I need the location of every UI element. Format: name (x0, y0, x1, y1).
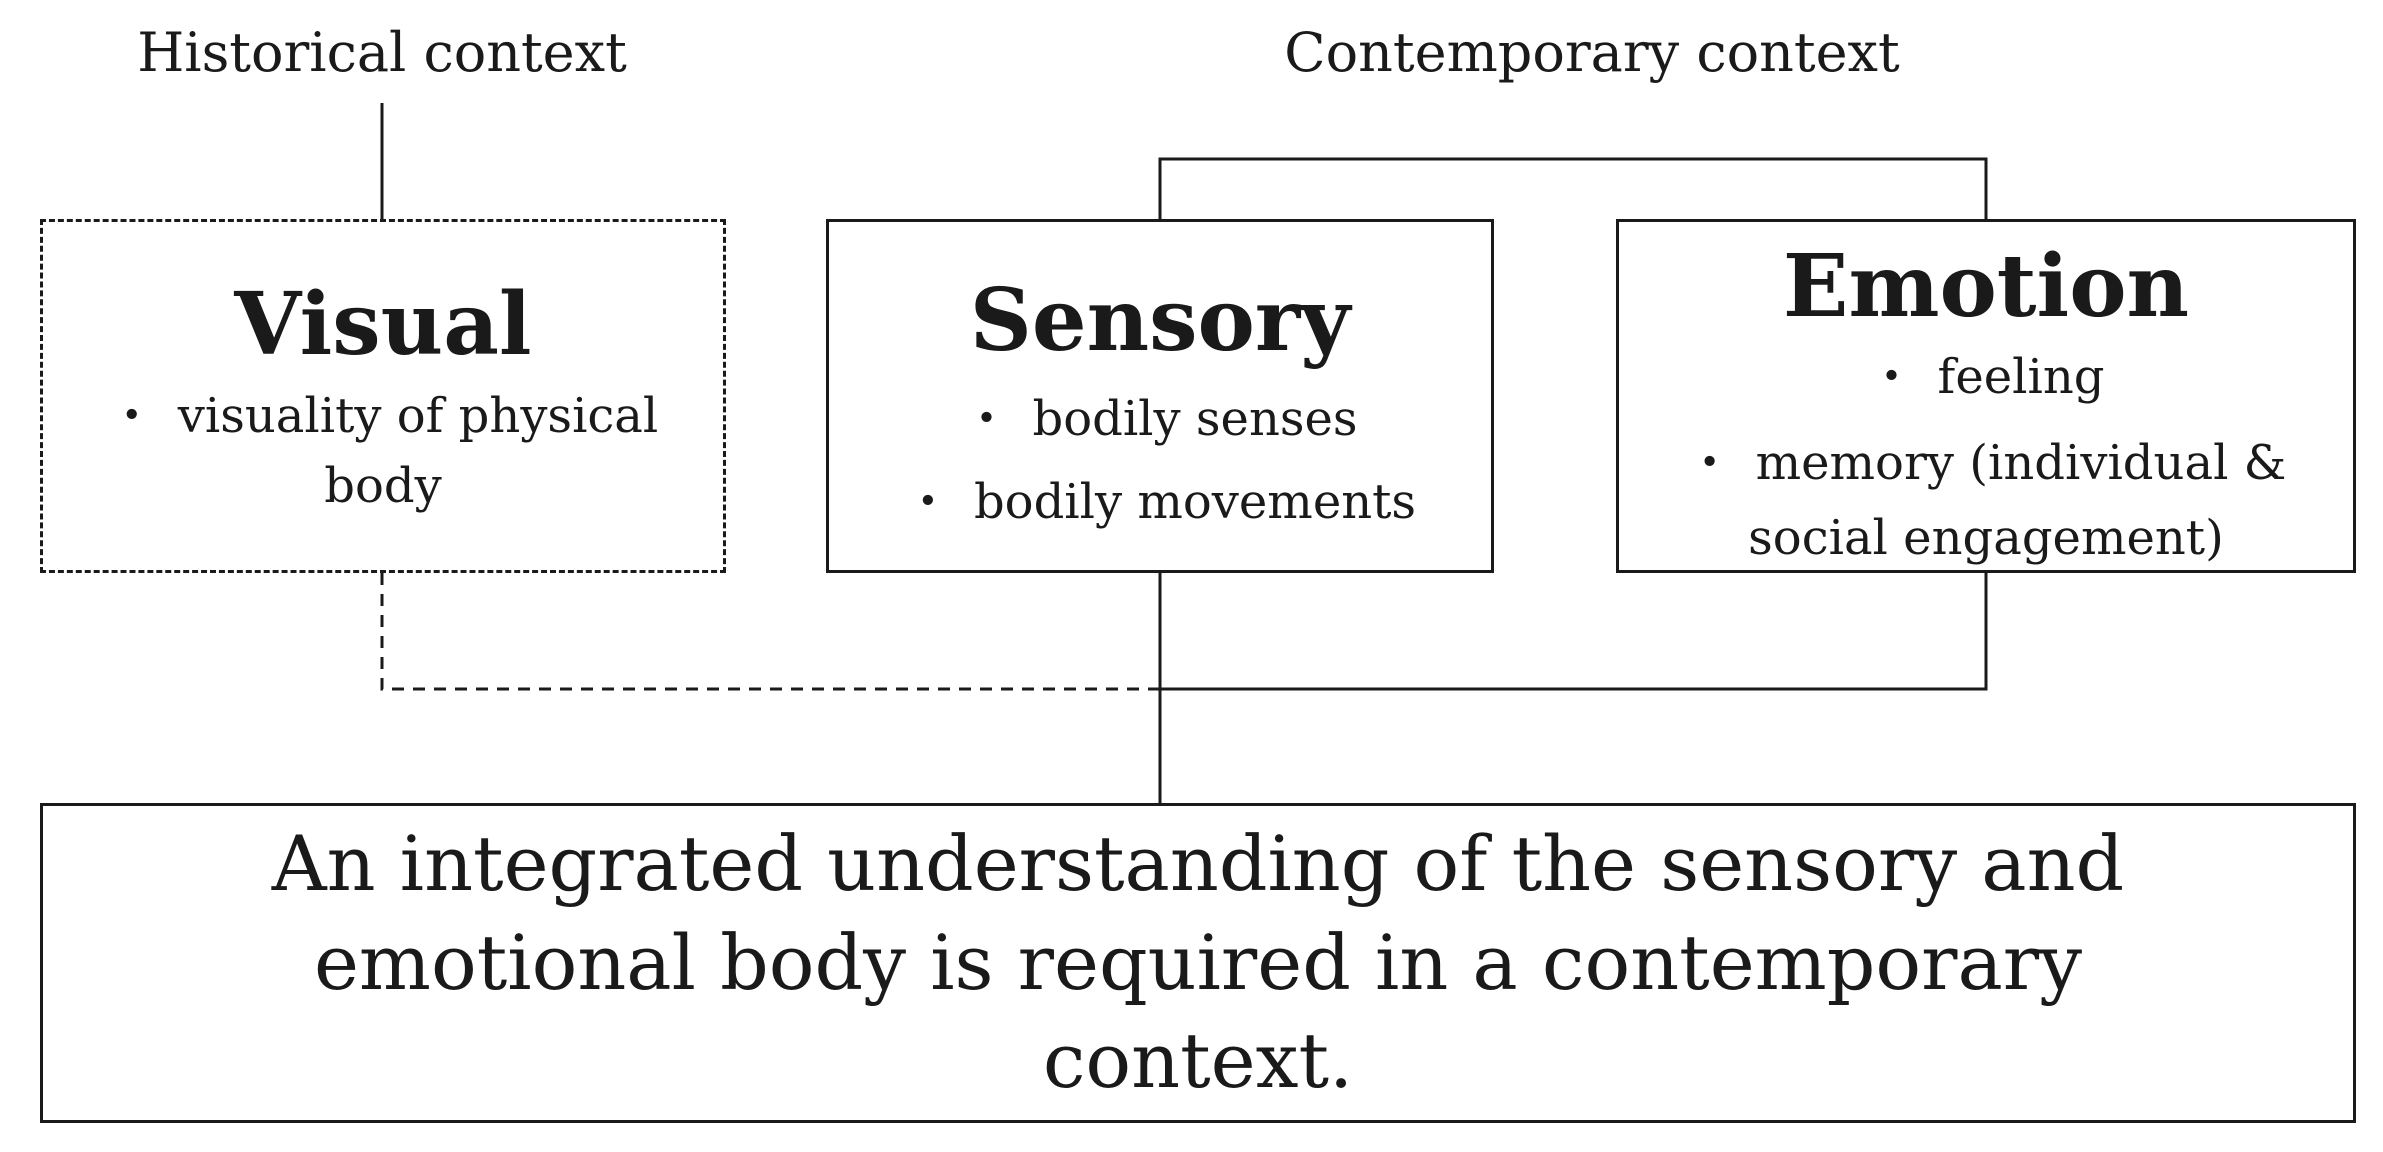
bullet-text: memory (individual & social engagement) (1748, 435, 2287, 566)
emotion-bullets: ・feeling ・memory (individual & social en… (1666, 340, 2306, 575)
emotion-connector (1160, 573, 1988, 691)
sensory-bullet-item: ・ bodily movements (829, 461, 1491, 544)
sensory-title: Sensory (969, 270, 1351, 371)
bullet-text: visuality of physical body (177, 388, 659, 514)
bullet-dot-icon: ・ (903, 473, 952, 530)
visual-bullet-item: ・ visuality of physical body (103, 382, 663, 521)
emotion-bullet-item: ・ feeling (1666, 340, 2306, 414)
conclusion-box: An integrated understanding of the senso… (40, 803, 2356, 1123)
contemporary-context-label: Contemporary context (1284, 21, 1900, 84)
bullet-dot-icon: ・ (1685, 435, 1734, 492)
contemporary-bracket (1158, 157, 1988, 219)
visual-bullets: ・ visuality of physical body (103, 382, 663, 521)
sensory-bullet-item: ・ bodily senses (829, 378, 1491, 461)
emotion-title: Emotion (1782, 236, 2190, 337)
visual-title: Visual (234, 274, 532, 375)
bullet-dot-icon: ・ (962, 391, 1011, 447)
bullet-text: feeling (1937, 349, 2105, 405)
historical-context-label: Historical context (137, 21, 627, 84)
bullet-text: bodily movements (973, 473, 1417, 530)
emotion-box: Emotion ・feeling ・memory (individual & s… (1616, 219, 2356, 573)
emotion-bullet-item: ・memory (individual & social engagement) (1666, 426, 2306, 575)
sensory-box: Sensory ・ bodily senses ・ bodily movements (826, 219, 1494, 573)
conclusion-text: An integrated understanding of the senso… (271, 818, 2125, 1106)
bullet-dot-icon: ・ (1867, 349, 1916, 405)
bullet-dot-icon: ・ (107, 388, 156, 444)
visual-dashed-connector (380, 573, 1160, 691)
visual-box: Visual ・ visuality of physical body (40, 219, 726, 573)
sensory-bullets: ・ bodily senses ・ bodily movements (829, 378, 1491, 543)
bullet-text: bodily senses (1032, 391, 1358, 447)
